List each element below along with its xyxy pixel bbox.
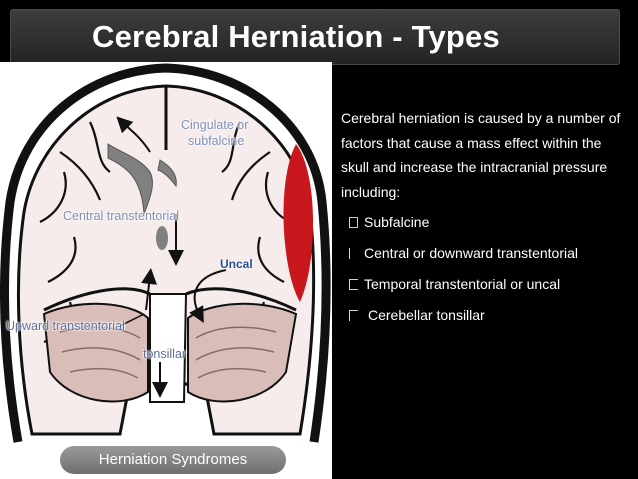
skull-outline [0,63,331,443]
label-central-transtentorial: Central transtentorial [63,209,180,223]
text-panel: Cerebral herniation is caused by a numbe… [341,106,631,338]
corner-bullet-icon [349,310,358,321]
arrow-upward [141,268,158,311]
herniation-figure: Cingulate or subfalcine Central transten… [0,62,332,479]
list-item-label: Central or downward transtentorial [364,245,578,261]
slide-title: Cerebral Herniation - Types [92,19,500,54]
cerebellum-left [42,302,149,403]
arrow-subfalcine [116,116,151,153]
list-item: Temporal transtentorial or uncal [349,276,631,307]
third-ventricle [156,226,168,250]
title-bar [10,9,620,65]
list-item-label: Subfalcine [364,214,430,230]
bar-bullet-icon [349,248,353,259]
brain-diagram [0,63,331,443]
list-item: Central or downward transtentorial [349,245,631,276]
label-tonsillar: tonsillar [143,347,187,361]
list-item: Subfalcine [349,214,631,245]
hematoma [283,144,314,302]
label-uncal: Uncal [220,257,253,271]
list-item: Cerebellar tonsillar [349,307,631,338]
list-item-label: Temporal transtentorial or uncal [364,276,561,292]
intro-paragraph: Cerebral herniation is caused by a numbe… [341,110,621,200]
ventricle-shape [107,143,177,215]
cerebellum-folia [59,326,277,379]
list-item-label: Cerebellar tonsillar [368,307,485,323]
box-bullet-icon [349,217,358,228]
cerebellum-right [187,302,298,403]
herniation-types-list: Subfalcine Central or downward transtent… [349,214,631,338]
label-cingulate: Cingulate or [181,118,249,132]
herniation-syndromes-caption: Herniation Syndromes [60,446,286,474]
label-upward-transtentorial: Upward transtentorial [6,319,125,333]
arrow-uncal [189,269,227,324]
label-subfalcine: subfalcine [188,134,245,148]
tentorium [43,287,297,312]
pointer-upward [117,313,145,328]
bracket-bullet-icon [349,279,358,290]
